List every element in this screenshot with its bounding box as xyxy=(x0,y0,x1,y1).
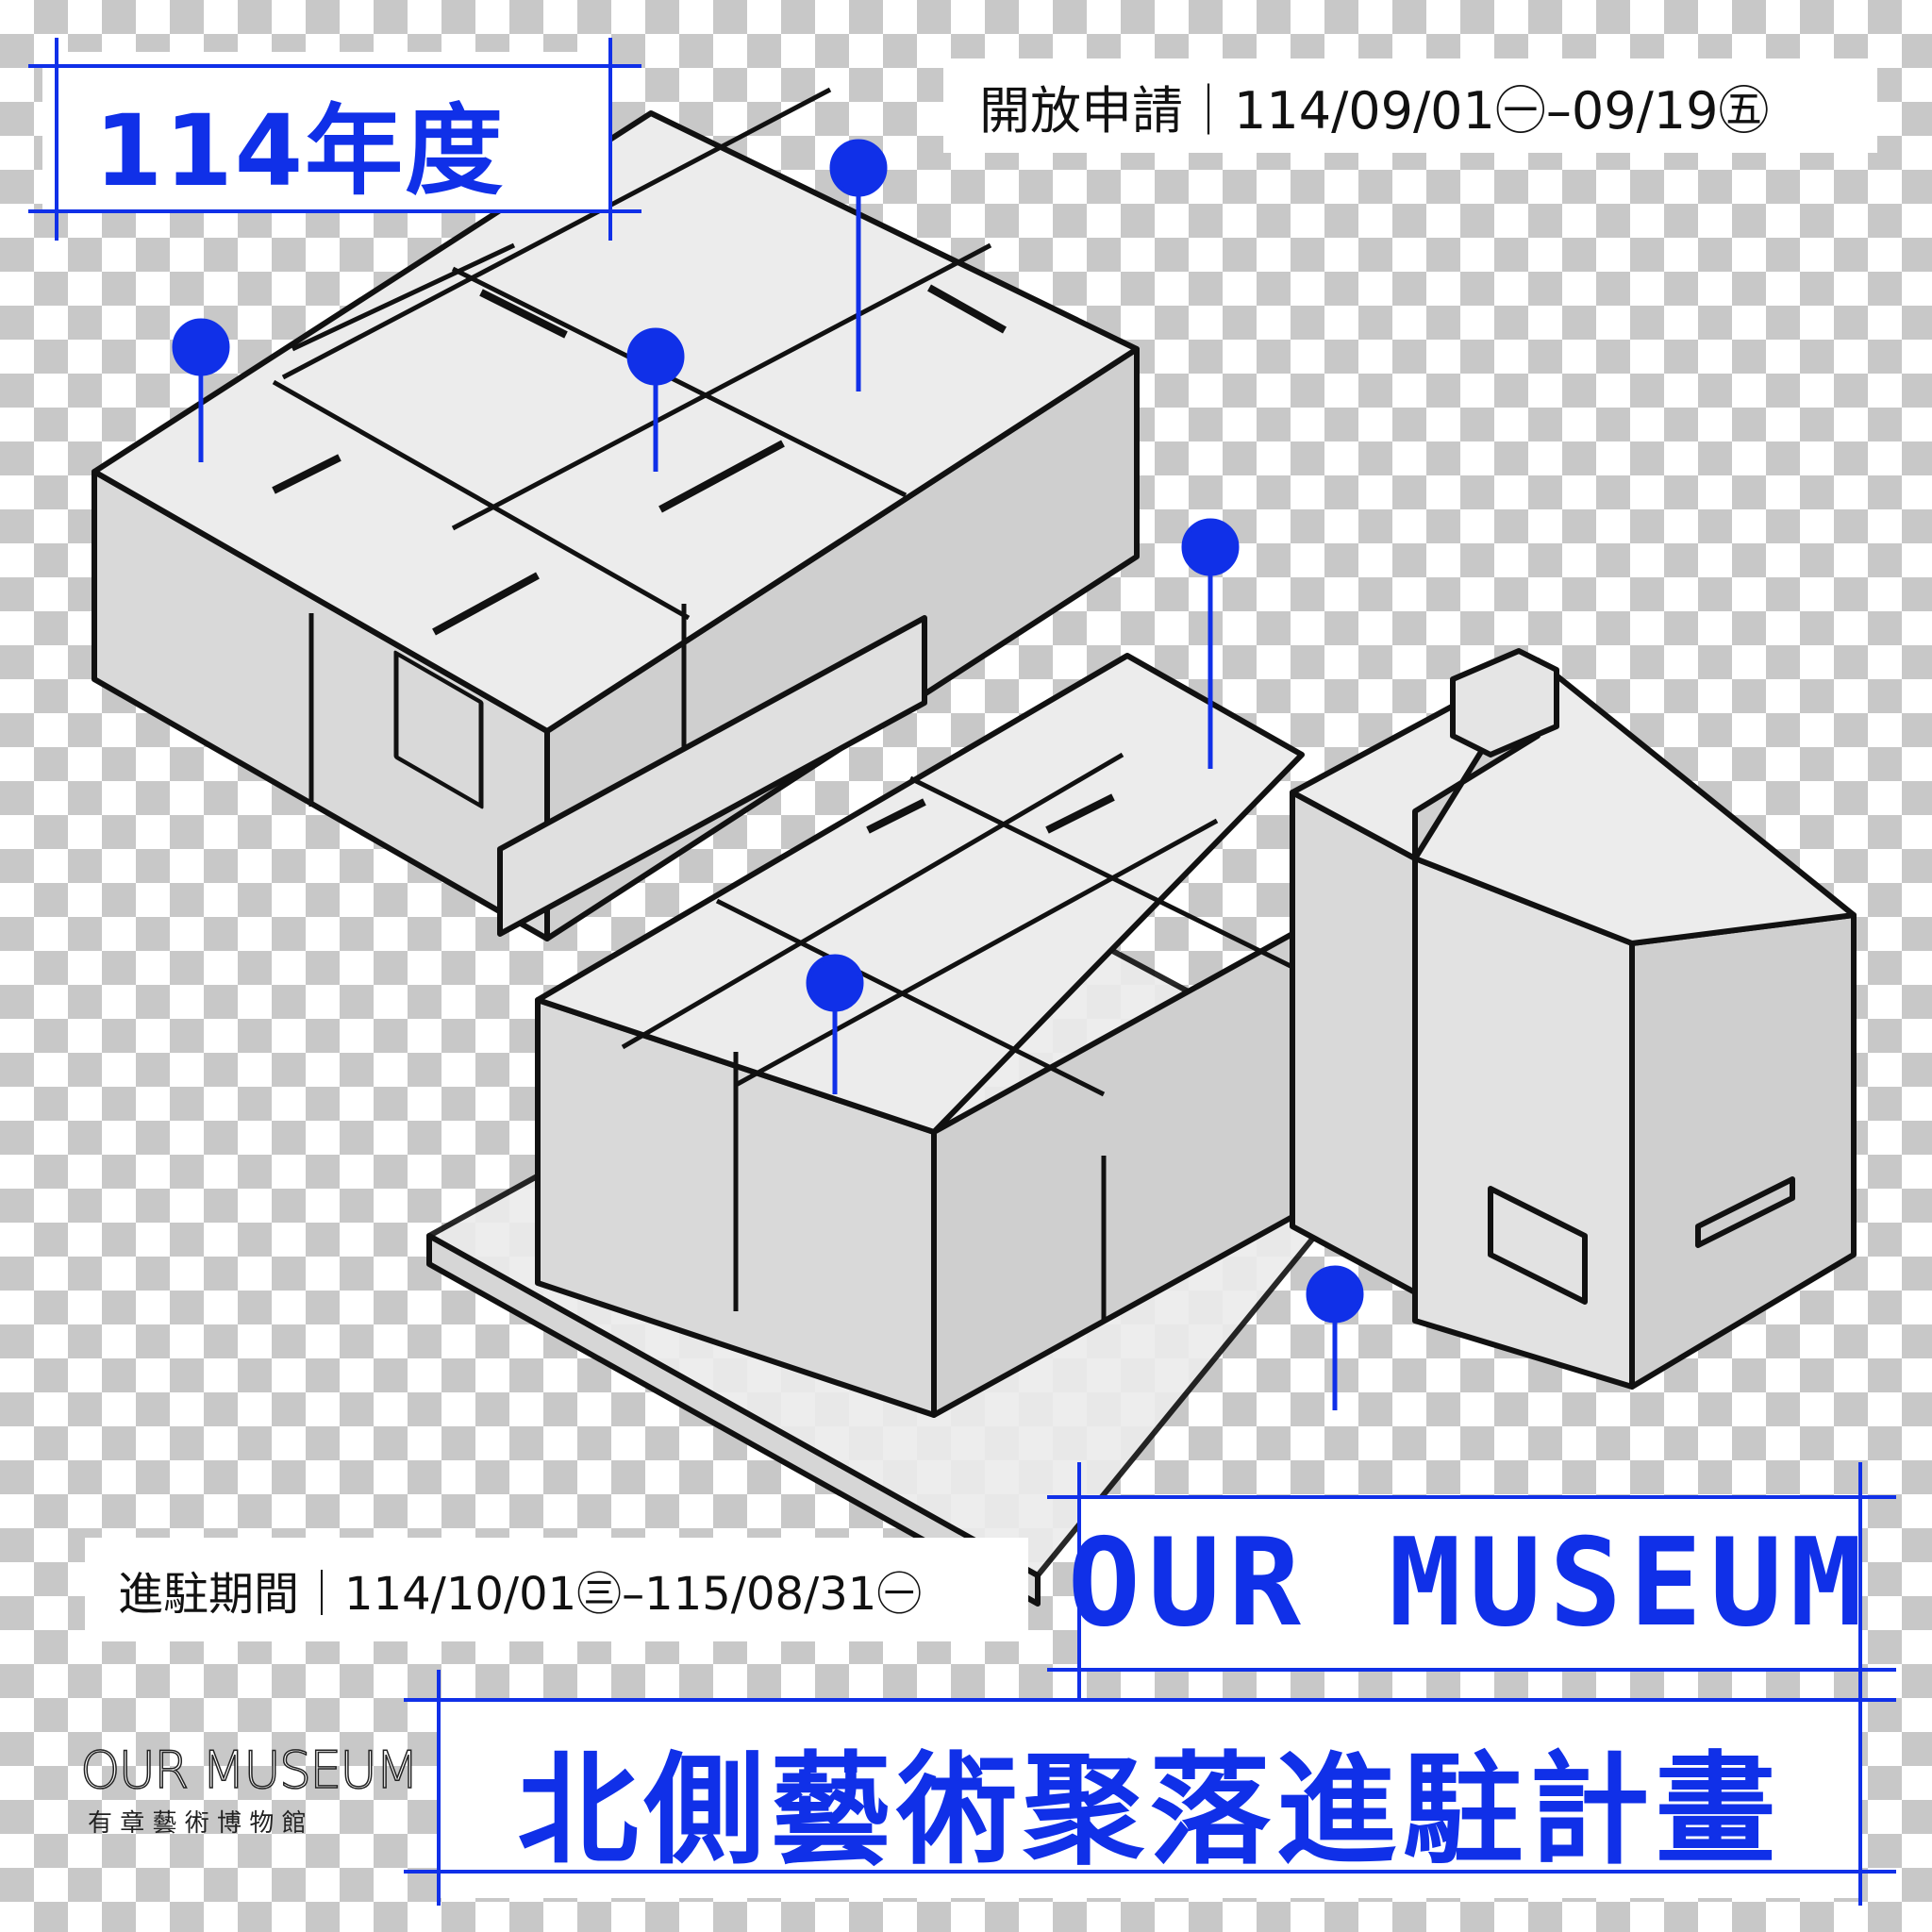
residency-dates: 114/10/01㊂–115/08/31㊀ xyxy=(344,1568,923,1621)
frame-line xyxy=(1047,1668,1896,1672)
logo-zh: 有 章 藝 術 博 物 館 xyxy=(88,1809,307,1838)
frame-line xyxy=(404,1870,1896,1874)
separator: ｜ xyxy=(1183,80,1234,141)
frame-line xyxy=(28,64,641,68)
year-label: 114年度 xyxy=(94,93,506,208)
frame-line xyxy=(1047,1495,1896,1499)
location-pins xyxy=(172,139,1364,1410)
location-pin-icon xyxy=(1181,518,1240,576)
application-label: 開放申請 xyxy=(979,80,1183,141)
application-dates: 114/09/01㊀–09/19㊄ xyxy=(1234,80,1770,141)
logo-en: OUR MUSEUM xyxy=(79,1740,420,1801)
location-pin-icon xyxy=(829,139,888,197)
location-pin-icon xyxy=(806,954,864,1012)
application-period: 開放申請 ｜ 114/09/01㊀–09/19㊄ xyxy=(943,58,1877,153)
brand-box: OUR MUSEUM xyxy=(1068,1498,1862,1668)
brand-title: OUR MUSEUM xyxy=(1067,1512,1871,1654)
frame-line xyxy=(404,1698,1896,1702)
program-title: 北側藝術聚落進駐計畫 xyxy=(517,1740,1782,1881)
museum-logo: OUR MUSEUM 有 章 藝 術 博 物 館 xyxy=(79,1740,420,1839)
location-pin-icon xyxy=(626,327,685,386)
frame-line xyxy=(437,1670,441,1906)
location-pin-icon xyxy=(1306,1265,1364,1324)
frame-line xyxy=(28,209,641,213)
residency-label: 進駐期間 xyxy=(118,1568,300,1621)
frame-line xyxy=(1858,1670,1862,1906)
program-title-box: 北側藝術聚落進駐計畫 xyxy=(439,1700,1860,1898)
frame-line xyxy=(608,38,612,241)
year-box: 114年度 xyxy=(42,52,608,212)
frame-line xyxy=(55,38,58,241)
residency-period: 進駐期間 ｜ 114/10/01㊂–115/08/31㊀ xyxy=(85,1538,1028,1641)
frame-line xyxy=(1858,1462,1862,1707)
frame-line xyxy=(1077,1462,1081,1707)
separator: ｜ xyxy=(299,1568,345,1621)
location-pin-icon xyxy=(172,318,230,376)
